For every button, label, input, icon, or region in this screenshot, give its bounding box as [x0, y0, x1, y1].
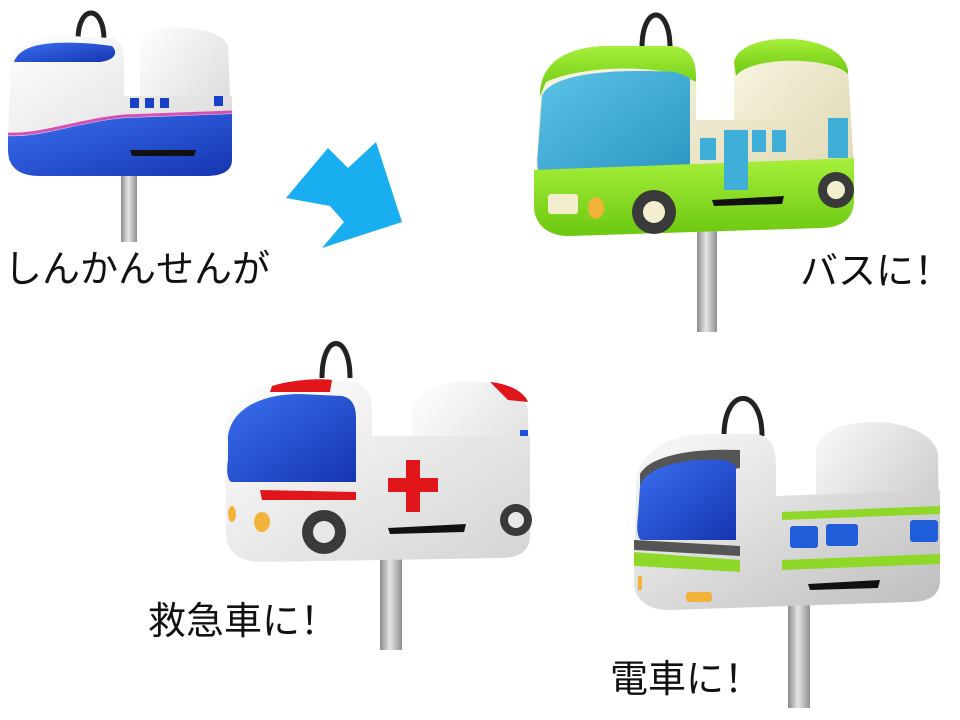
ambulance-toy: [226, 341, 532, 650]
caption-bus: バスに！: [800, 249, 953, 293]
shinkansen-pole: [121, 160, 137, 242]
caption-shinkansen: しんかんせんが: [4, 247, 271, 291]
bus-toy: [534, 12, 854, 332]
bus-pole: [697, 226, 717, 332]
caption-ambulance: 救急車に！: [148, 599, 339, 643]
train-pole: [788, 604, 810, 708]
train-handle: [721, 396, 765, 437]
shinkansen-toy: [7, 10, 233, 242]
ambulance-handle: [319, 341, 353, 379]
caption-train: 電車に！: [610, 657, 763, 701]
red-cross-icon: [388, 460, 438, 512]
train-toy: [634, 396, 940, 708]
ambulance-pole: [380, 556, 402, 650]
bus-handle: [639, 12, 673, 49]
right-arrow-icon: [286, 142, 402, 248]
shinkansen-handle: [75, 10, 107, 41]
